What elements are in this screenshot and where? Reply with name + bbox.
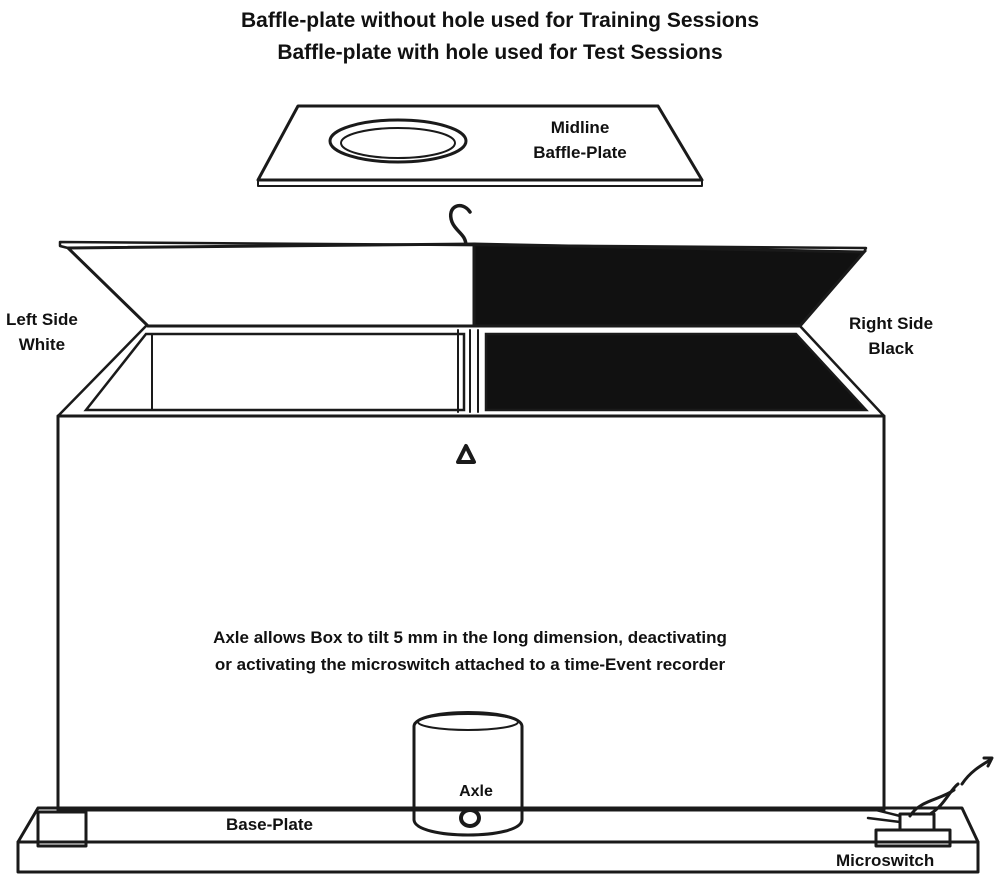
microswitch-device (866, 756, 994, 848)
base-block (36, 810, 88, 848)
lid-white-half (64, 242, 476, 328)
lid-black-half (472, 242, 868, 328)
axle-circle (459, 808, 481, 828)
axle-note: Axle allows Box to tilt 5 mm in the long… (0, 624, 940, 678)
left-side-label-line-1: Left Side (6, 310, 78, 329)
box-interior (56, 324, 886, 418)
microswitch-label: Microswitch (836, 851, 935, 870)
left-side-label: Left Side White (6, 308, 78, 357)
diagram-title-line-1: Baffle-plate without hole used for Train… (240, 9, 760, 32)
right-side-label: Right Side Black (826, 312, 956, 361)
midline-label-line-1: Midline (550, 118, 610, 137)
midline-baffle-plate (256, 104, 704, 187)
axle-note-line-2: or activating the microswitch attached t… (214, 655, 726, 675)
right-side-label-line-1: Right Side (848, 314, 934, 333)
latch (456, 444, 476, 464)
interior-white-half (83, 332, 466, 412)
midline-baffle-plate-label: Midline Baffle-Plate (500, 116, 660, 165)
midline-label-line-2: Baffle-Plate (533, 142, 627, 162)
activation-arrow-icon (960, 756, 994, 786)
left-side-label-line-2: White (18, 334, 66, 354)
baffle-hole (328, 118, 468, 164)
base-plate (16, 806, 980, 874)
right-side-label-line-2: Black (868, 338, 914, 358)
axle-housing (412, 711, 524, 837)
axle-label: Axle (459, 783, 493, 800)
diagram-title-line-2: Baffle-plate with hole used for Test Ses… (277, 41, 723, 64)
base-plate-label: Base-Plate (226, 815, 313, 834)
axle-note-line-1: Axle allows Box to tilt 5 mm in the long… (213, 628, 727, 647)
box-front (56, 414, 886, 812)
interior-black-half (484, 332, 869, 412)
box-lid (58, 240, 868, 328)
